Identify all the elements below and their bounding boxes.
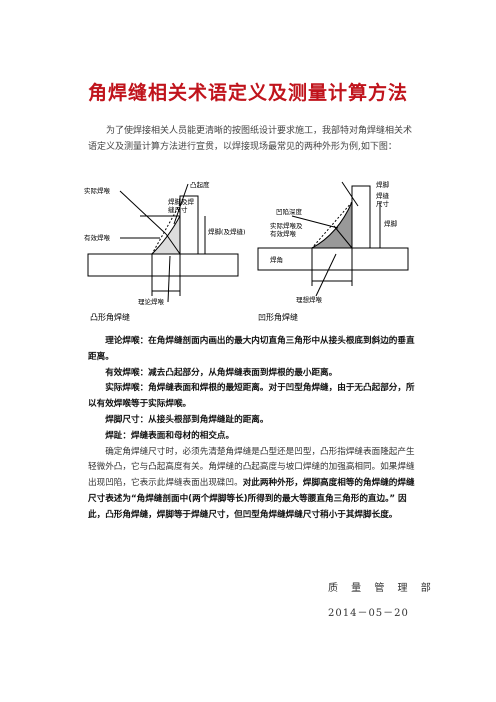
document-title: 角焊缝相关术语定义及测量计算方法 (87, 82, 408, 104)
definition-term: 实际焊喉： (105, 383, 149, 394)
label-theoretical-throat-right: 理想焊喉 (296, 296, 322, 304)
label-actual-eff-1: 实际焊喉及 (270, 222, 303, 230)
definitions-body: 理论焊喉：在角焊缝剖面内画出的最大内切直角三角形中从接头根底到斜边的垂直距离。 … (88, 334, 420, 524)
definition-term: 焊脚尺寸： (105, 414, 149, 425)
definition-text: 角焊缝表面和焊根的最短距离。对于凹型角焊缝，由于无凸起部分，所以有效焊喉等于实际… (88, 383, 415, 410)
fillet-weld-figure: 实际焊喉 凸起度 焊脚及焊 缝尺寸 焊脚(及焊缝) 有效焊喉 理论焊喉 凸形角焊… (80, 176, 420, 331)
concave-weld-drawing (257, 181, 409, 297)
explanation-bold: 对此两种外形，焊脚高度相等的角焊缝的焊缝尺寸表述为“角焊缝剖面中(两个焊脚等长)… (88, 478, 415, 520)
label-weld-size-2: 尺寸 (376, 200, 389, 208)
definition-text: 焊缝表面和母材的相交点。 (130, 430, 235, 441)
definition-text: 在角焊缝剖面内画出的最大内切直角三角形中从接头根底到斜边的垂直距离。 (88, 336, 415, 362)
definition-term: 焊趾： (105, 430, 131, 441)
definition-item: 有效焊喉：减去凸起部分，从角焊缝表面到焊根的最小距离。 (88, 366, 420, 382)
definition-item: 焊脚尺寸：从接头根部到角焊缝趾的距离。 (88, 413, 420, 429)
label-convexity: 凸起度 (190, 181, 210, 189)
caption-convex: 凸形角焊缝 (90, 313, 130, 322)
explanation-plain: 确定角焊缝尺寸时，必须先清楚角焊缝是凸型还是凹型，凸形指焊缝表面隆起产生轻微外凸… (88, 446, 415, 489)
definition-item: 焊趾：焊缝表面和母材的相交点。 (88, 429, 420, 445)
convex-weld-drawing (87, 183, 239, 303)
label-leg-top: 焊脚 (376, 181, 389, 189)
fillet-weld-diagram (87, 181, 409, 303)
label-concavity: 凹陷深度 (276, 208, 302, 216)
definition-item: 理论焊喉：在角焊缝剖面内画出的最大内切直角三角形中从接头根底到斜边的垂直距离。 (88, 334, 420, 366)
label-leg-and-size-1: 焊脚及焊 (168, 198, 194, 206)
label-weld-size-side: 焊脚(及焊缝) (208, 228, 246, 236)
signature-department: 质 量 管 理 部 (328, 583, 436, 594)
label-effective-throat: 有效焊喉 (84, 234, 110, 242)
explanation-paragraph: 确定角焊缝尺寸时，必须先清楚角焊缝是凸型还是凹型，凸形指焊缝表面隆起产生轻微外凸… (88, 445, 420, 524)
definition-text: 从接头根部到角焊缝趾的距离。 (148, 414, 269, 425)
label-leg-side: 焊脚 (384, 220, 397, 228)
label-leg-and-size-2: 缝尺寸 (168, 206, 188, 214)
definition-item: 实际焊喉：角焊缝表面和焊根的最短距离。对于凹型角焊缝，由于无凸起部分，所以有效焊… (88, 381, 420, 413)
caption-concave: 凹形角焊缝 (258, 313, 298, 322)
definition-text: 减去凸起部分，从角焊缝表面到焊根的最小距离。 (148, 367, 338, 378)
definition-term: 理论焊喉： (105, 336, 149, 346)
label-weld-leg: 焊角 (270, 256, 283, 264)
label-theoretical-throat-left: 理论焊喉 (138, 298, 164, 306)
definition-term: 有效焊喉： (105, 367, 149, 378)
label-actual-eff-2: 有效焊喉 (270, 230, 296, 238)
label-weld-size-1: 焊缝 (376, 192, 389, 200)
signature-date: 2014－05－20 (328, 608, 409, 619)
intro-paragraph: 为了使焊接相关人员能更清晰的按图纸设计要求施工，我部特对角焊缝相关术语定义及测量… (88, 126, 413, 152)
label-actual-throat: 实际焊喉 (84, 187, 110, 195)
